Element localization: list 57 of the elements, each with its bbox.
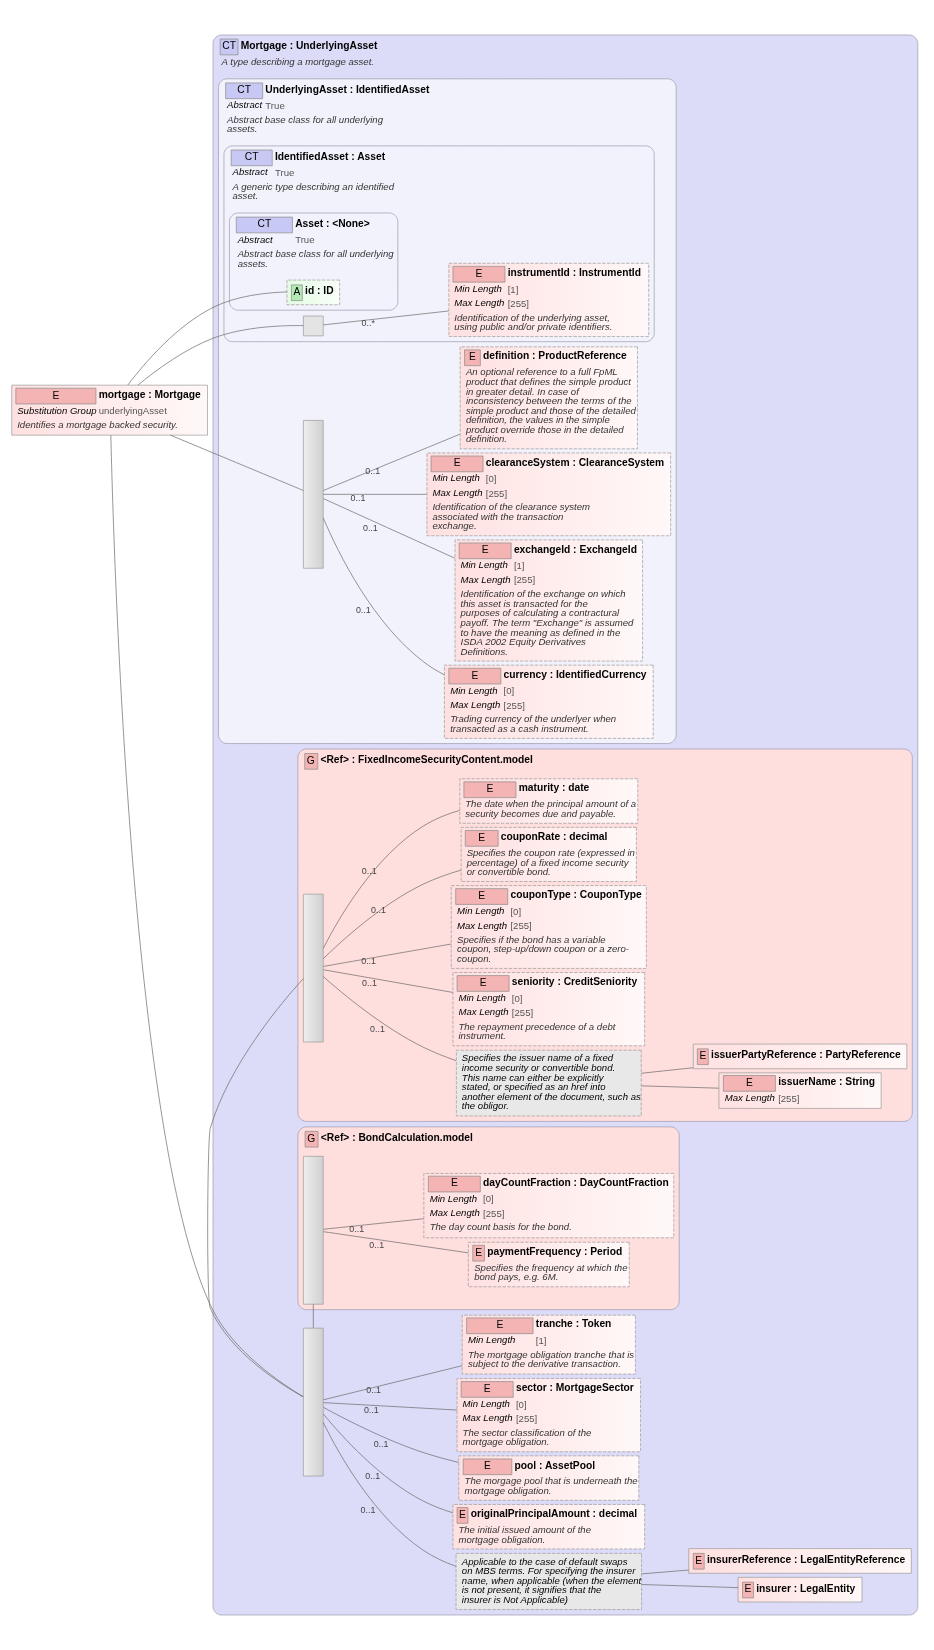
connector: [312, 1303, 314, 1329]
edge-label: 0..1: [348, 1224, 364, 1235]
node-box: [302, 315, 324, 337]
connector: [322, 1218, 424, 1230]
edge-label: 0..1: [361, 978, 377, 989]
connector: [169, 434, 304, 491]
edge-label: 0..1: [363, 1404, 379, 1415]
edge-label: 0..1: [355, 604, 371, 615]
connector: [322, 1422, 456, 1567]
node-box: E insurerReference : LegalEntityReference: [687, 1548, 912, 1574]
connector: [322, 517, 445, 676]
connector: [322, 310, 449, 326]
edge-label: 0..1: [368, 1239, 384, 1250]
connector: [126, 291, 287, 386]
connector: [322, 943, 451, 967]
node-bar: [302, 893, 324, 1043]
node-box: E paymentFrequency : Period Specifies the frequency at which the bond pays, e.g. 6M.: [467, 1241, 630, 1288]
connector: [640, 1569, 689, 1575]
edge-label: 0..1: [361, 865, 377, 876]
edge-label: 0..1: [360, 1504, 375, 1515]
node-box: Specifies the issuer name of a fixed income security or convertible bond. This name can either be explicitly stated, or specified as an href into another element of the document, such as the obligor.: [455, 1049, 642, 1117]
node-bar: [302, 1156, 324, 1305]
connector: [206, 978, 304, 1398]
node-bar: [302, 420, 324, 569]
connector: [322, 969, 453, 993]
connector: [322, 976, 456, 1061]
connector: [322, 1413, 453, 1514]
edge-label: 0..1: [364, 466, 380, 477]
node-box: E instrumentId : InstrumentId Min Length [1] Max Length [255] Identification of the underlying asset, using public and/or private identifiers.: [448, 262, 649, 337]
edge-label: 0..1: [350, 493, 365, 504]
node-bar: [302, 1327, 324, 1477]
edge-label: 0..1: [362, 522, 378, 533]
connector: [322, 494, 427, 495]
connector: [110, 434, 303, 1398]
connector: [322, 810, 460, 949]
edge-label: 0..1: [364, 1471, 380, 1482]
edge-label: 0..1: [370, 905, 386, 916]
connector: [137, 325, 304, 386]
connector: [322, 869, 461, 959]
edge-label: 0..1: [360, 956, 376, 967]
node-box: E issuerPartyReference : PartyReference: [692, 1043, 907, 1070]
connector: [640, 1085, 719, 1089]
node-box: E insurer : LegalEntity: [737, 1577, 862, 1603]
edge-label: 0..1: [373, 1438, 388, 1449]
edge-label: 0..1: [369, 1024, 385, 1035]
connector: [322, 1231, 469, 1254]
edge-label: 0..1: [365, 1384, 381, 1395]
connector: [322, 1365, 462, 1401]
connector: [640, 1584, 738, 1588]
connector: [322, 433, 460, 491]
edge-label: 0..*: [361, 318, 375, 329]
connector: [322, 1402, 457, 1411]
connector: [640, 1067, 693, 1074]
connector: [322, 498, 455, 559]
node-box: A id : ID: [286, 279, 340, 306]
connector: [322, 1407, 459, 1463]
node-box: Applicable to the case of default swaps on MBS terms. For specifying the insurer name, when applicable (when the element is not present, it signifies that the insurer is Not Applicable): [455, 1553, 642, 1610]
